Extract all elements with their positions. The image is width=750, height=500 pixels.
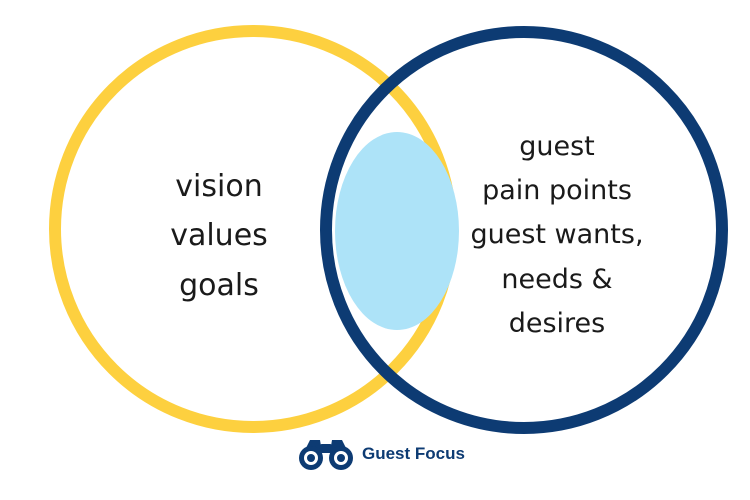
binoculars-icon — [299, 440, 353, 470]
right-line-4: needs & — [501, 264, 612, 295]
right-line-3: guest wants, — [470, 219, 643, 250]
right-line-1: guest — [519, 131, 595, 162]
right-circle — [320, 26, 728, 434]
right-line-2: pain points — [482, 175, 632, 206]
left-line-2: values — [170, 218, 268, 253]
right-line-5: desires — [509, 308, 606, 339]
left-circle-text: vision values goals — [170, 169, 268, 303]
left-line-1: vision — [175, 169, 262, 204]
left-line-3: goals — [179, 268, 259, 303]
right-circle-text: guest pain points guest wants, needs & d… — [470, 131, 643, 339]
brand-name: Guest Focus — [362, 444, 465, 463]
brand-logo: Guest Focus — [296, 436, 465, 472]
overlap-region — [335, 132, 459, 330]
